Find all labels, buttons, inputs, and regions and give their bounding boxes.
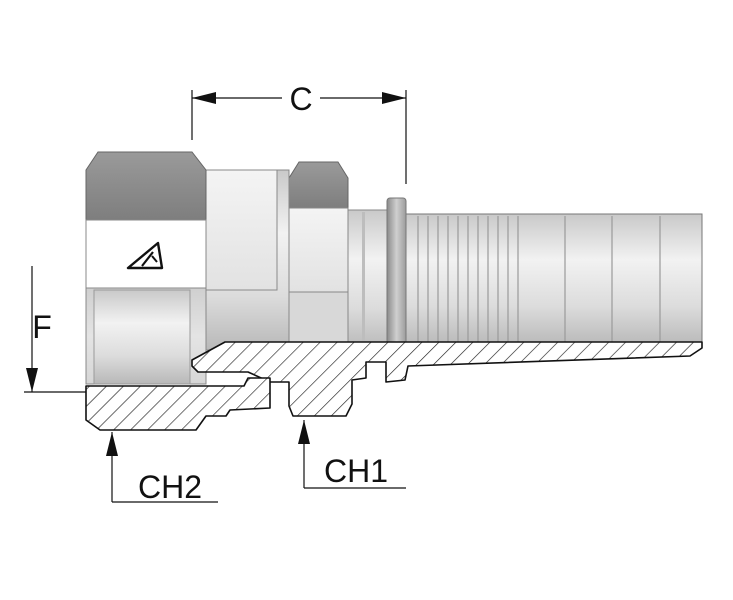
dimension-f-label: F [32, 309, 52, 345]
leader-ch1 [298, 420, 406, 489]
ch2-label: CH2 [138, 469, 202, 505]
ch1-label: CH1 [324, 453, 388, 489]
triangle-logo-icon [126, 241, 164, 270]
section-hatch-stem [191, 341, 703, 417]
stem-collar [342, 209, 388, 351]
leader-ch2 [106, 432, 218, 503]
section-hatch-nut [85, 377, 271, 431]
dimension-c-label: C [289, 81, 312, 117]
dimension-c [191, 90, 407, 184]
dimension-f [24, 266, 86, 393]
fitting-body [200, 169, 290, 351]
barb-ridges [417, 216, 661, 344]
stem-hex-ch1 [288, 161, 349, 351]
stem-ring [386, 197, 407, 355]
hose-tail [404, 213, 703, 347]
